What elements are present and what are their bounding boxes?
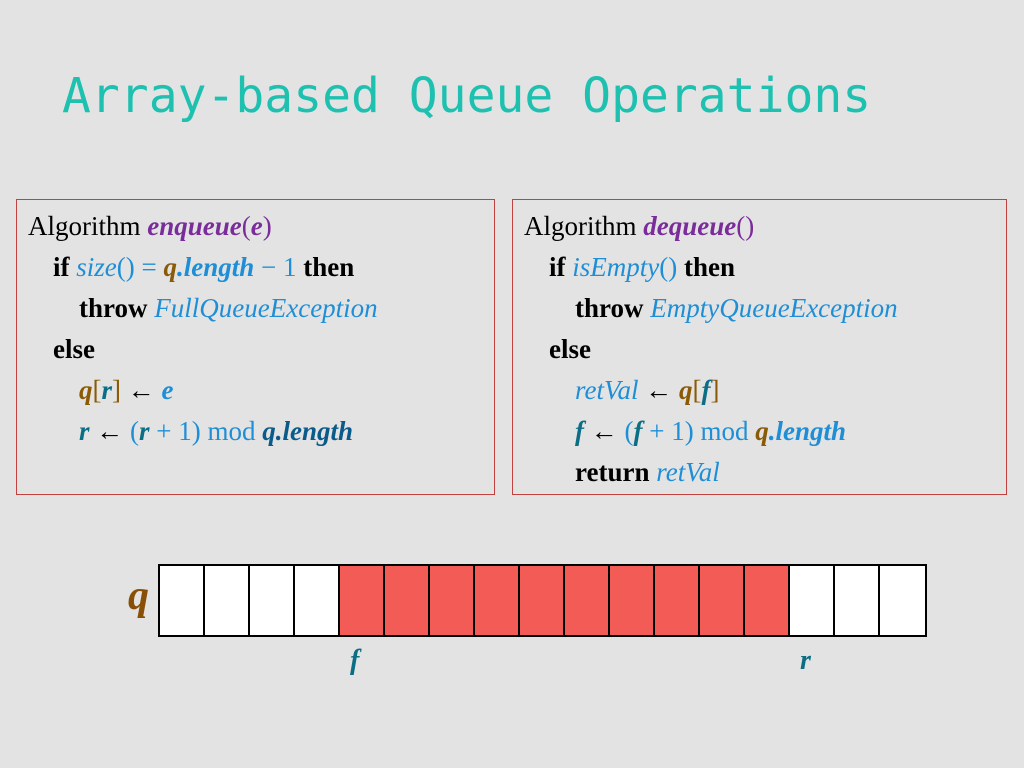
queue-cell-filled [655, 566, 700, 635]
plus-one: + 1) [642, 416, 694, 446]
assign-arrow: ← [127, 375, 155, 405]
q-variable: q [679, 375, 693, 405]
queue-label: q [128, 573, 149, 619]
enqueue-algorithm-box: Algorithm enqueue(e) if size() = q.lengt… [16, 199, 495, 495]
if-keyword: if [53, 252, 70, 282]
bracket-open: [ [692, 375, 702, 405]
assign-arrow: ← [645, 375, 673, 405]
plus-one: + 1) [149, 416, 201, 446]
isempty-call: isEmpty [572, 252, 660, 282]
r-variable: r [139, 416, 150, 446]
queue-cell-filled [565, 566, 610, 635]
return-keyword: return [575, 457, 650, 487]
length-property: .length [768, 416, 847, 446]
enqueue-update-line: r ← (r + 1) mod q.length [79, 415, 353, 447]
dequeue-return-line: return retVal [575, 456, 720, 488]
bracket-open: [ [92, 375, 102, 405]
queue-cell-empty [835, 566, 880, 635]
queue-cell-filled [430, 566, 475, 635]
retval-variable: retVal [656, 457, 720, 487]
slide-title: Array-based Queue Operations [62, 68, 872, 124]
queue-cell-filled [340, 566, 385, 635]
f-variable: f [575, 416, 584, 446]
empty-queue-exception: EmptyQueueException [650, 293, 898, 323]
retval-variable: retVal [575, 375, 639, 405]
queue-cell-empty [250, 566, 295, 635]
param-close: ) [262, 211, 272, 241]
q-variable: q [79, 375, 93, 405]
dequeue-algorithm-box: Algorithm dequeue() if isEmpty() then th… [512, 199, 1007, 495]
dequeue-header-line: Algorithm dequeue() [524, 210, 754, 242]
full-queue-exception: FullQueueException [154, 293, 378, 323]
f-variable: f [633, 416, 643, 446]
else-keyword: else [549, 334, 591, 364]
paren-open: ( [130, 416, 140, 446]
then-keyword: then [683, 252, 735, 282]
q-variable: q [755, 416, 769, 446]
rear-pointer-label: r [800, 645, 811, 676]
enqueue-header-line: Algorithm enqueue(e) [28, 210, 272, 242]
enqueue-if-line: if size() = q.length − 1 then [53, 251, 354, 283]
enqueue-throw-line: throw FullQueueException [79, 292, 378, 324]
front-pointer-label: f [350, 645, 360, 676]
dequeue-else-line: else [549, 333, 591, 365]
e-variable: e [161, 375, 174, 405]
enqueue-param: e [250, 211, 263, 241]
queue-cell-empty [790, 566, 835, 635]
call-parens: () [659, 252, 678, 282]
queue-cell-filled [610, 566, 655, 635]
if-keyword: if [549, 252, 566, 282]
dequeue-read-line: retVal ← q[f] [575, 374, 720, 406]
algorithm-keyword: Algorithm [524, 211, 637, 241]
dequeue-throw-line: throw EmptyQueueException [575, 292, 898, 324]
dequeue-name: dequeue [643, 211, 737, 241]
f-variable: f [701, 375, 711, 405]
queue-cell-empty [205, 566, 250, 635]
dequeue-if-line: if isEmpty() then [549, 251, 735, 283]
throw-keyword: throw [575, 293, 644, 323]
algorithm-keyword: Algorithm [28, 211, 141, 241]
bracket-close: ] [112, 375, 122, 405]
equals-sign: = [134, 252, 164, 282]
else-keyword: else [53, 334, 95, 364]
paren-open: ( [624, 416, 634, 446]
assign-arrow: ← [590, 416, 618, 446]
enqueue-else-line: else [53, 333, 95, 365]
queue-cell-filled [520, 566, 565, 635]
call-parens: () [116, 252, 135, 282]
q-variable: q [163, 252, 177, 282]
minus-one: − 1 [254, 252, 297, 282]
enqueue-name: enqueue [147, 211, 242, 241]
then-keyword: then [303, 252, 355, 282]
params: () [736, 211, 755, 241]
queue-cell-empty [160, 566, 205, 635]
q-length: q.length [262, 416, 354, 446]
size-call: size [76, 252, 117, 282]
param-open: ( [241, 211, 251, 241]
r-variable: r [101, 375, 113, 405]
mod-operator: mod [700, 416, 749, 446]
bracket-close: ] [710, 375, 720, 405]
dequeue-update-line: f ← (f + 1) mod q.length [575, 415, 846, 447]
length-property: .length [176, 252, 255, 282]
queue-cell-empty [295, 566, 340, 635]
enqueue-assign-line: q[r] ← e [79, 374, 174, 406]
queue-cell-filled [700, 566, 745, 635]
queue-cell-filled [475, 566, 520, 635]
queue-cell-filled [385, 566, 430, 635]
queue-cell-empty [880, 566, 925, 635]
queue-cell-filled [745, 566, 790, 635]
assign-arrow: ← [96, 416, 124, 446]
mod-operator: mod [207, 416, 256, 446]
queue-array [158, 564, 927, 637]
r-variable: r [79, 416, 90, 446]
throw-keyword: throw [79, 293, 148, 323]
